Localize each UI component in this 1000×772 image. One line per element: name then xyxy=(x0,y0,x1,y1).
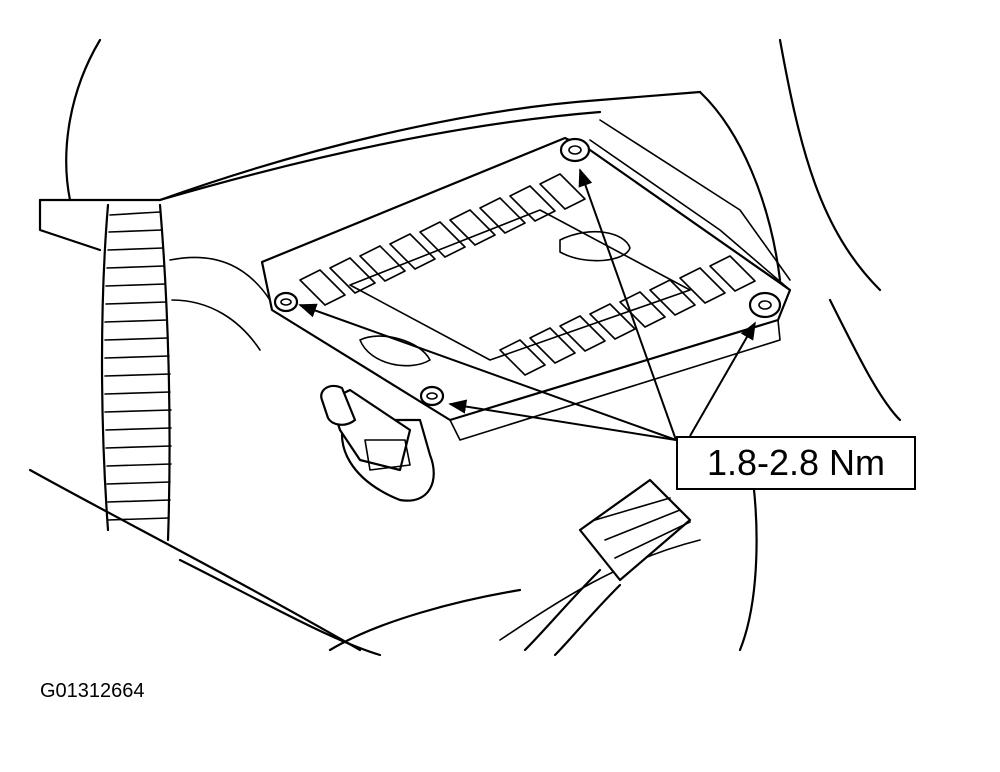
leader-top-screw xyxy=(578,168,677,441)
leader-bottom-screw xyxy=(448,399,677,441)
mounting-screws xyxy=(273,137,782,407)
torque-spec-label: 1.8-2.8 Nm xyxy=(676,436,916,490)
cooling-fins-top xyxy=(299,173,586,306)
leader-right-screw xyxy=(689,321,756,437)
cooling-fins-bottom xyxy=(499,255,756,376)
screw-right xyxy=(748,291,782,319)
screw-bottom xyxy=(419,385,445,407)
leader-left-screw xyxy=(298,303,677,441)
torque-leaders xyxy=(298,168,756,441)
wiring-harness xyxy=(100,203,271,542)
stud-bolt xyxy=(320,384,435,502)
sensor-cable xyxy=(523,478,692,657)
figure-id-label: G01312664 xyxy=(40,680,145,702)
screw-left xyxy=(273,291,299,313)
screw-top-right xyxy=(559,137,591,163)
housing-outline xyxy=(28,38,902,657)
